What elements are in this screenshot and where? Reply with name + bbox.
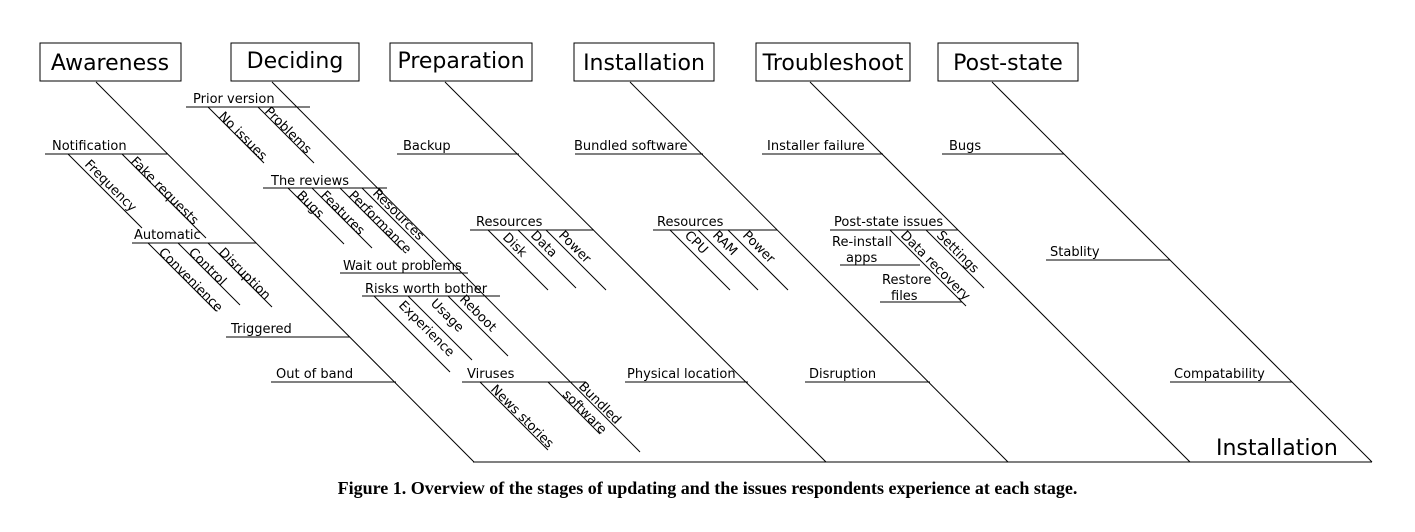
sub-news-stories: News stories: [487, 382, 556, 451]
stage-deciding: Deciding: [230, 42, 360, 82]
stage-box: [937, 42, 1079, 82]
figure-caption: Figure 1. Overview of the stages of upda…: [337, 478, 1078, 498]
stage-label: Post-state: [953, 51, 1063, 76]
cause-notification: Notification: [52, 139, 127, 154]
stage-post-state: Post-state: [937, 42, 1079, 82]
sub-line: [207, 242, 273, 308]
cause-risks-worth-bother: Risks worth bother: [365, 282, 488, 297]
cause-compatability: Compatability: [1174, 367, 1265, 382]
sub-reinstall-line1: Re-install: [832, 235, 892, 250]
cause-wait-out-problems: Wait out problems: [343, 259, 462, 274]
cause-bugs: Bugs: [949, 139, 981, 154]
bone-installation: [629, 81, 1009, 463]
post-state-causes: Bugs Stablity Compatability: [942, 139, 1292, 383]
sub-line: [697, 229, 759, 291]
fishbone-diagram: Installation Awareness Deciding Preparat…: [39, 42, 1373, 463]
sub-line: [121, 153, 207, 239]
sub-line: [373, 295, 451, 373]
sub-reinstall-line2: apps: [846, 251, 877, 266]
cause-bundled-software: Bundled software: [574, 139, 687, 154]
sub-line: [67, 153, 143, 229]
sub-line: [361, 187, 437, 263]
sub-restore-line1: Restore: [882, 273, 931, 288]
sub-line: [669, 229, 731, 291]
bone-preparation: [444, 81, 827, 463]
cause-prior-version: Prior version: [193, 92, 275, 107]
bone-troubleshoot: [809, 81, 1191, 463]
cause-backup: Backup: [403, 139, 451, 154]
sub-line: [925, 229, 985, 289]
bone-awareness: [95, 81, 475, 463]
stage-box: [389, 42, 533, 82]
sub-cpu: CPU: [681, 228, 710, 257]
sub-line: [487, 229, 549, 291]
sub-line: [545, 229, 607, 291]
stage-troubleshoot: Troubleshoot: [755, 42, 911, 82]
cause-automatic: Automatic: [134, 228, 201, 243]
sub-line: [547, 381, 601, 435]
sub-line: [177, 242, 241, 306]
stage-label: Awareness: [51, 51, 169, 76]
sub-no-issues: No issues: [215, 109, 270, 164]
stage-preparation: Preparation: [389, 42, 533, 82]
stage-label: Installation: [583, 51, 705, 76]
sub-line: [147, 242, 217, 312]
sub-fake-requests: Fake requests: [127, 154, 201, 228]
stage-box: [573, 42, 715, 82]
cause-out-of-band: Out of band: [276, 367, 353, 382]
cause-triggered: Triggered: [230, 322, 292, 337]
stage-label: Deciding: [247, 49, 344, 74]
cause-resources: Resources: [476, 215, 543, 230]
sub-ram: RAM: [709, 228, 740, 259]
sub-line: [447, 295, 509, 357]
stage-label: Troubleshoot: [762, 51, 904, 76]
cause-resources: Resources: [657, 215, 724, 230]
sub-line: [311, 187, 373, 249]
cause-the-reviews: The reviews: [270, 174, 349, 189]
bone-post-state: [991, 81, 1373, 463]
sub-restore-line2: files: [891, 289, 918, 304]
sub-line: [407, 295, 473, 361]
cause-disruption: Disruption: [809, 367, 876, 382]
sub-power: Power: [555, 228, 594, 267]
bone-deciding: [271, 81, 641, 453]
spine-label: Installation: [1216, 436, 1338, 461]
cause-stablity: Stablity: [1050, 245, 1100, 260]
installation-causes: Bundled software Resources CPU RAM Power…: [574, 139, 930, 383]
sub-reboot: Reboot: [456, 292, 499, 335]
sub-line: [727, 229, 789, 291]
cause-post-state-issues: Post-state issues: [834, 215, 943, 230]
sub-problems: Problems: [261, 104, 314, 157]
sub-line: [339, 187, 403, 251]
cause-physical-location: Physical location: [627, 367, 736, 382]
sub-line: [287, 187, 345, 245]
sub-line: [517, 229, 577, 289]
sub-line: [207, 106, 265, 164]
stage-installation: Installation: [573, 42, 715, 82]
stage-box: [755, 42, 911, 82]
cause-installer-failure: Installer failure: [767, 139, 865, 154]
stage-awareness: Awareness: [39, 42, 182, 82]
stage-box: [230, 42, 360, 82]
stage-box: [39, 42, 182, 82]
sub-line: [257, 106, 315, 164]
sub-line: [479, 381, 549, 451]
sub-line: [889, 229, 967, 307]
stage-label: Preparation: [397, 49, 524, 74]
cause-viruses: Viruses: [467, 367, 515, 382]
